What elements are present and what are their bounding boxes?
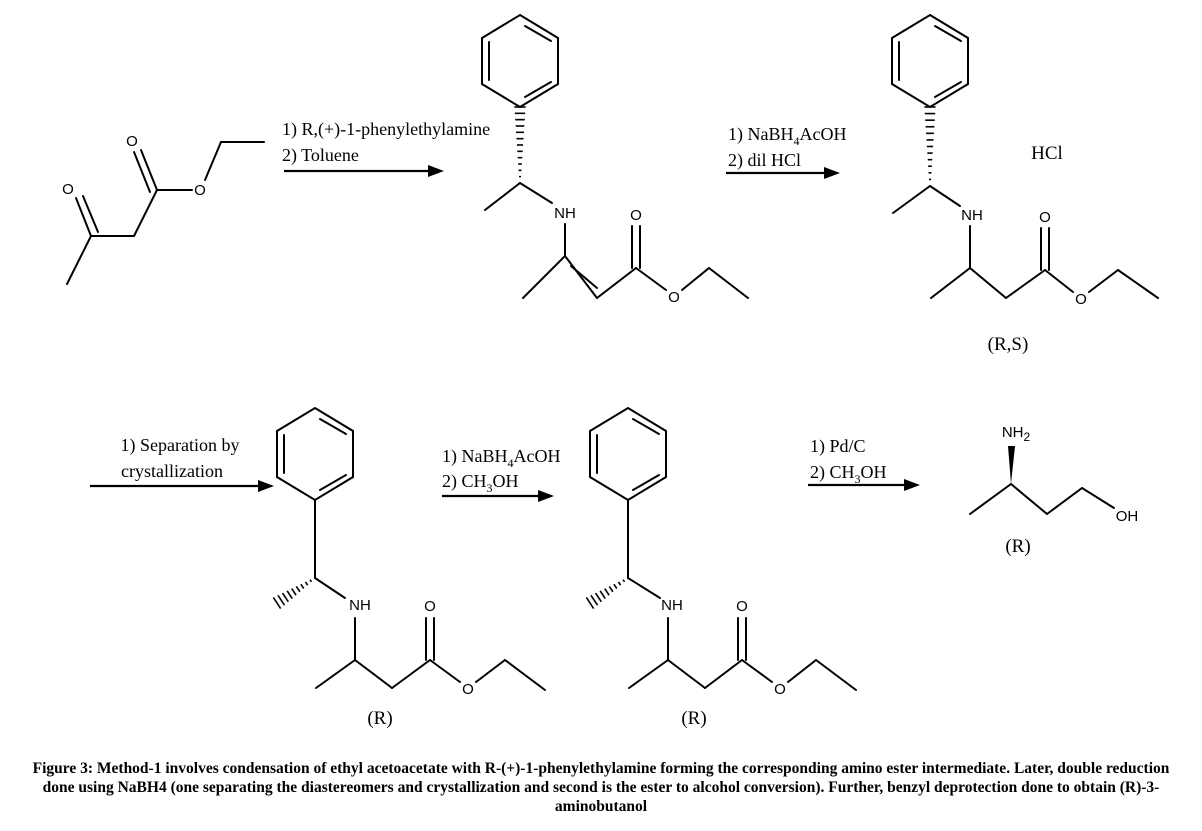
enamine-ester-structure: NH O O (481, 13, 749, 306)
reaction-arrow-1 (284, 165, 444, 177)
r-stereo-label-product: (R) (1005, 536, 1030, 557)
ethyl-acetoacetate-structure: O O O (62, 133, 265, 285)
amine-a-carbonyl-oxygen-label: O (424, 598, 436, 615)
step4-reagent-line1: 1) NaBH4AcOH (442, 446, 561, 470)
enamine-nh-label: NH (554, 205, 576, 222)
ester-oxygen-label: O (194, 182, 206, 199)
step3-reagent-line1: 1) Separation by (121, 435, 240, 456)
step4-reagent-line2: 2) CH3OH (442, 471, 519, 495)
r-amino-ester-structure-a: NH O O (276, 406, 546, 698)
ester-carbonyl-oxygen-label: O (1039, 209, 1051, 226)
amine-a-nh-label: NH (349, 597, 371, 614)
r-aminobutanol-structure: NH2 OH (969, 424, 1139, 525)
step3-reagent-line2: crystallization (121, 461, 223, 481)
step2-reagent-line1: 1) NaBH4AcOH (728, 124, 847, 148)
hashed-bond-amino-ester-a (272, 577, 316, 609)
rs-stereo-label: (R,S) (988, 334, 1029, 355)
step5-reagent-line1: 1) Pd/C (810, 436, 866, 457)
step1-reagent-line1: 1) R,(+)-1-phenylethylamine (282, 119, 490, 140)
hashed-bond-amino-ester-b (585, 577, 629, 609)
figure-caption: Figure 3: Method-1 involves condensation… (32, 760, 1170, 815)
amine-nh-label: NH (961, 207, 983, 224)
hashed-bond-enamine (514, 106, 526, 184)
reaction-arrow-5 (808, 479, 920, 491)
step2-reagent-line2: 2) dil HCl (728, 150, 801, 171)
step5-reagent-line2: 2) CH3OH (810, 462, 887, 486)
enamine-ester-oxygen-label: O (668, 289, 680, 306)
r-stereo-label-a: (R) (367, 708, 392, 729)
amine-a-ester-oxygen-label: O (462, 681, 474, 698)
reaction-arrow-4 (442, 490, 554, 502)
hcl-salt-label: HCl (1031, 143, 1063, 164)
reaction-arrow-3 (90, 480, 274, 492)
amino-ester-rs-structure: NH O O (891, 13, 1159, 308)
reaction-arrow-2 (726, 167, 840, 179)
step1-reagent-line2: 2) Toluene (282, 145, 359, 166)
amino-nh2-label: NH2 (1002, 424, 1031, 444)
ketone-oxygen-label: O (62, 181, 74, 198)
amine-b-ester-oxygen-label: O (774, 681, 786, 698)
hashed-bond-amino-ester-rs (924, 106, 936, 187)
enamine-carbonyl-oxygen-label: O (630, 207, 642, 224)
r-amino-ester-structure-b: NH O O (589, 406, 857, 698)
amine-b-nh-label: NH (661, 597, 683, 614)
ester-alkoxy-oxygen-label: O (1075, 291, 1087, 308)
amine-b-carbonyl-oxygen-label: O (736, 598, 748, 615)
carbonyl-oxygen-label: O (126, 133, 138, 150)
hashed-wedge-bonds (272, 106, 936, 609)
r-stereo-label-b: (R) (681, 708, 706, 729)
hydroxyl-oh-label: OH (1116, 508, 1139, 525)
